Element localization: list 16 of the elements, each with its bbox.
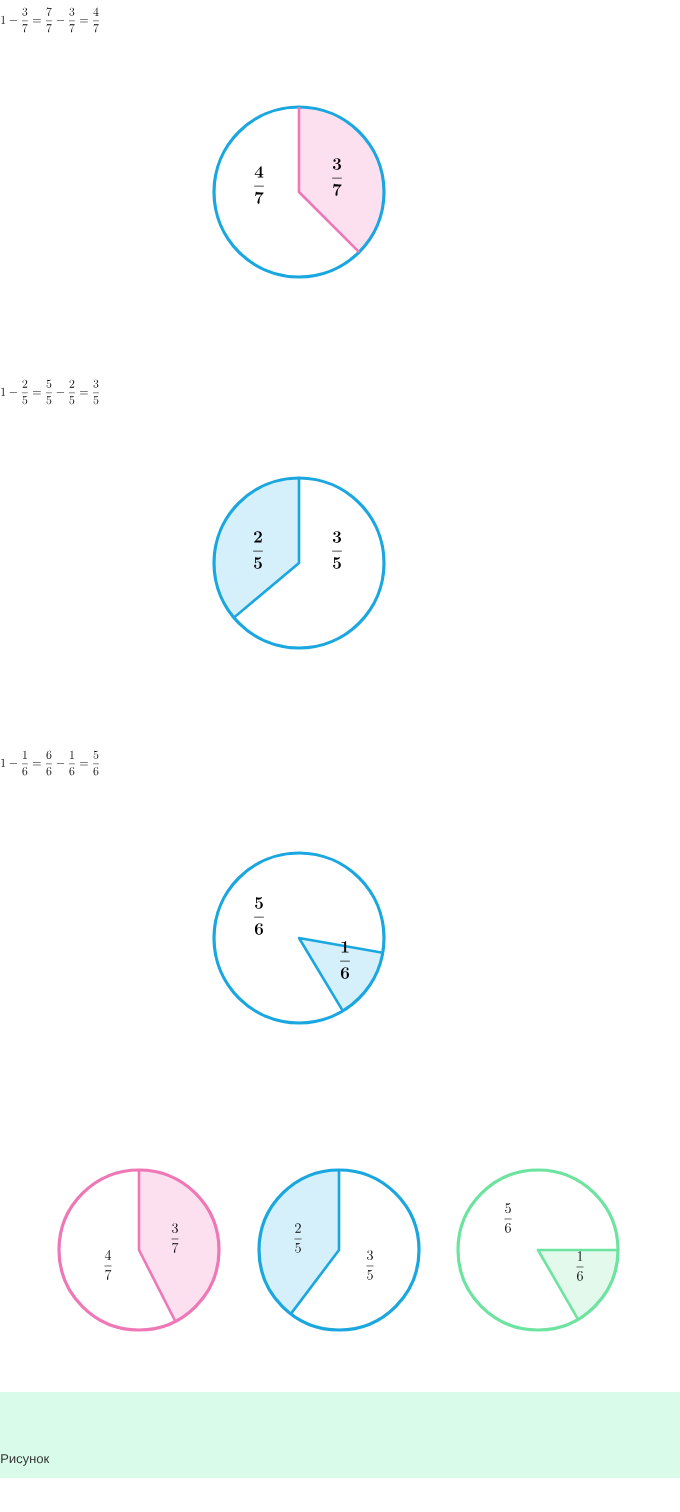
fraction-label: $\frac{5}{6}$ bbox=[254, 897, 264, 935]
fraction-label: $\frac{1}{6}$ bbox=[576, 1251, 584, 1281]
fraction-label: $\frac{5}{6}$ bbox=[504, 1203, 512, 1233]
fraction-label: $\frac{1}{6}$ bbox=[340, 941, 350, 979]
fraction-label: $\frac{2}{5}$ bbox=[253, 531, 263, 569]
equation: $1-\frac{2}{5}=\frac{5}{5}-\frac{2}{5}=\frac{3}{5}$ bbox=[1, 379, 99, 405]
fraction-label: $\frac{3}{5}$ bbox=[332, 531, 342, 569]
equation: $1-\frac{3}{7}=\frac{7}{7}-\frac{3}{7}=\frac{4}{7}$ bbox=[1, 7, 99, 33]
fraction-label: $\frac{4}{7}$ bbox=[104, 1250, 112, 1280]
equation: $1-\frac{1}{6}=\frac{6}{6}-\frac{1}{6}=\frac{5}{6}$ bbox=[1, 750, 99, 776]
caption-band: Рисунок bbox=[0, 1392, 680, 1478]
fraction-label: $\frac{3}{7}$ bbox=[171, 1223, 179, 1253]
fraction-label: $\frac{3}{7}$ bbox=[332, 158, 342, 196]
fraction-label: $\frac{3}{5}$ bbox=[366, 1250, 374, 1280]
fraction-label: $\frac{4}{7}$ bbox=[254, 166, 264, 204]
fraction-label: $\frac{2}{5}$ bbox=[294, 1223, 302, 1253]
